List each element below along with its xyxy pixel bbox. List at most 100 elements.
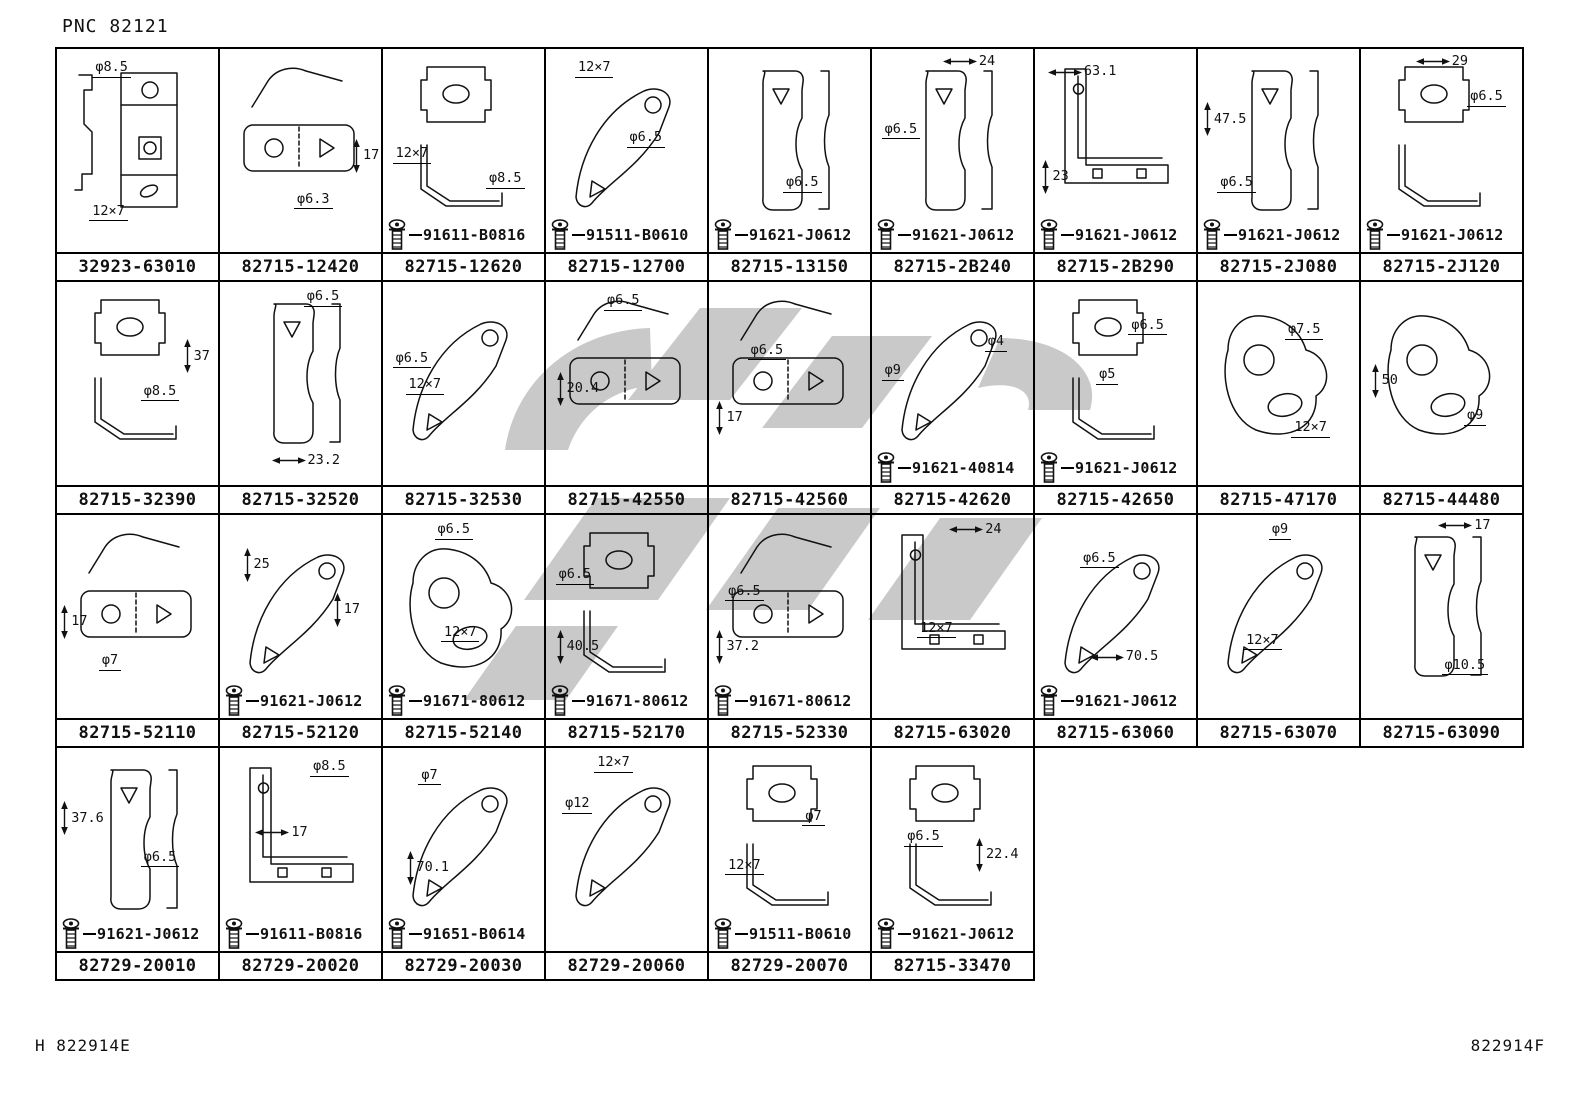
- bracket-sketch: [546, 748, 707, 953]
- bolt-leader-line: [572, 234, 585, 236]
- bolt-callout: 91621-J0612: [1038, 219, 1178, 251]
- pnc-label: PNC 82121: [62, 16, 169, 37]
- dimension-label: φ9: [881, 362, 904, 381]
- bracket-sketch: [709, 282, 870, 487]
- dimension-text: φ9: [1467, 407, 1484, 424]
- bolt-leader-line: [735, 234, 748, 236]
- bracket-sketch: [546, 49, 707, 254]
- flange-bolt-icon: [1040, 452, 1058, 483]
- dimension-text: 24: [985, 521, 1002, 538]
- dimension-label: 50: [1371, 364, 1398, 398]
- bracket-sketch: [872, 748, 1033, 953]
- dimension-text: φ6.5: [306, 288, 340, 305]
- dimension-text: 37.6: [71, 809, 104, 826]
- bolt-part-number: 91511-B0610: [749, 925, 852, 943]
- dimension-text: 29: [1451, 53, 1468, 70]
- dimension-text: 24: [978, 53, 996, 70]
- part-number: 82715-33470: [872, 951, 1033, 979]
- bracket-sketch: [1035, 515, 1196, 720]
- vertical-dim-arrow-icon: [1371, 364, 1379, 398]
- dimension-label: 12×7: [594, 756, 633, 773]
- horizontal-dim-arrow-icon: [949, 526, 984, 534]
- bracket-sketch: [872, 49, 1033, 254]
- dimension-label: 12×7: [1291, 421, 1330, 438]
- dimension-label: 17: [255, 825, 308, 840]
- dimension-label: φ12: [562, 795, 593, 814]
- dimension-label: 29: [1415, 53, 1468, 70]
- part-number: 82729-20020: [220, 951, 381, 979]
- flange-bolt-icon: [1040, 685, 1058, 716]
- dimension-text: φ8.5: [313, 758, 346, 775]
- part-number: 82715-52140: [383, 718, 544, 746]
- dimension-text: 25: [253, 556, 270, 573]
- dimension-text: φ12: [565, 795, 590, 812]
- bracket-sketch: [220, 748, 381, 953]
- flange-bolt-icon: [388, 685, 406, 716]
- dimension-label: φ6.5: [783, 176, 822, 193]
- part-number: 82715-52170: [546, 718, 707, 746]
- dimension-text: φ5: [1099, 366, 1116, 383]
- part-number: 82729-20010: [57, 951, 218, 979]
- bolt-callout: 91621-J0612: [712, 219, 852, 251]
- dimension-label: 17: [333, 592, 360, 627]
- horizontal-dim-arrow-icon: [1438, 522, 1473, 530]
- vertical-dim-arrow-icon: [61, 801, 69, 836]
- part-number: 82729-20070: [709, 951, 870, 979]
- bolt-leader-line: [409, 933, 422, 935]
- vertical-dim-arrow-icon: [183, 339, 191, 374]
- flange-bolt-icon: [1203, 219, 1221, 250]
- dimension-text: φ6.5: [1083, 549, 1116, 566]
- part-number: 82715-2B290: [1035, 252, 1196, 280]
- dimension-label: φ8.5: [310, 760, 349, 777]
- bracket-sketch: [1361, 515, 1522, 720]
- bracket-sketch: [1198, 49, 1359, 254]
- bolt-leader-line: [1061, 467, 1074, 469]
- dimension-text: φ6.5: [1220, 174, 1253, 191]
- bolt-part-number: 91621-J0612: [912, 226, 1015, 244]
- dimension-label: 70.5: [1089, 650, 1158, 664]
- bolt-part-number: 91621-40814: [912, 459, 1015, 477]
- bolt-callout: 91671-80612: [386, 685, 526, 717]
- part-number: 82715-47170: [1198, 485, 1359, 513]
- dimension-label: 12×7: [392, 147, 432, 164]
- dimension-label: φ6.5: [392, 351, 432, 369]
- flange-bolt-icon: [62, 918, 80, 949]
- bolt-leader-line: [1061, 234, 1074, 236]
- dimension-label: φ6.5: [747, 343, 787, 360]
- dimension-label: φ5: [1096, 366, 1119, 385]
- dimension-text: φ9: [884, 362, 901, 378]
- part-number: 82715-42550: [546, 485, 707, 513]
- flange-bolt-icon: [1366, 219, 1384, 250]
- dimension-label: 37.6: [60, 801, 104, 836]
- dimension-label: 23: [1041, 159, 1069, 194]
- dimension-text: 50: [1381, 372, 1398, 389]
- dimension-text: φ6.5: [1470, 88, 1503, 104]
- dimension-label: 63.1: [1047, 65, 1116, 79]
- bracket-sketch: [1361, 49, 1522, 254]
- dimension-label: φ9: [1464, 407, 1487, 426]
- dimension-text: 12×7: [577, 59, 611, 76]
- dimension-label: φ6.5: [904, 829, 943, 847]
- dimension-text: φ6.5: [1131, 316, 1164, 333]
